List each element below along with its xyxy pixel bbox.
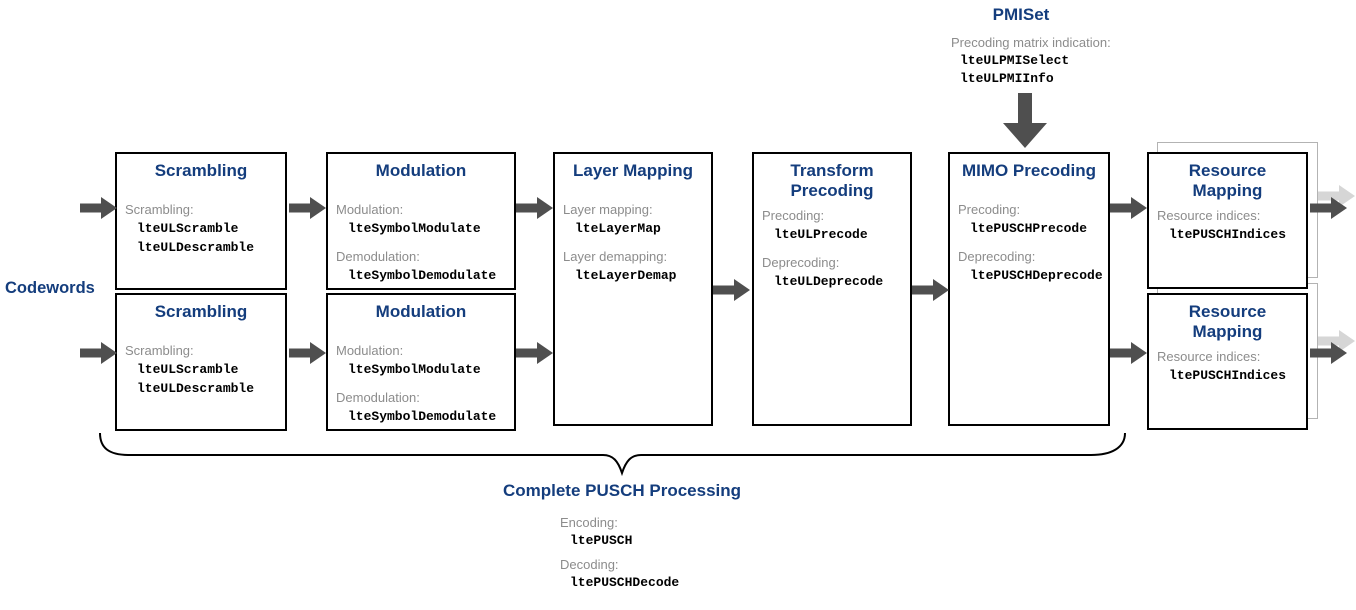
section-label: Resource indices: [1157,208,1261,223]
block-resource-mapping-codeword2: Resource Mapping Resource indices: ltePU… [1147,293,1308,430]
output-arrow-shadow-icon [1318,330,1355,352]
block-modulation-codeword2: Modulation Modulation: lteSymbolModulate… [326,293,516,431]
arrow-mimo-precoding-to-resource-mapping-icon [1110,342,1147,364]
arrow-transform-precoding-to-mimo-precoding-icon [912,279,949,301]
pmiset-title: PMISet [992,5,1050,24]
function-name: ltePUSCHPrecode [970,221,1088,236]
block-title: Transform Precoding [790,161,874,200]
function-name: lteLayerMap [575,221,661,236]
block-transform-precoding: Transform Precoding Precoding: lteULPrec… [752,152,912,426]
function-name: lteULDescramble [137,240,255,255]
section-label: Precoding: [762,208,825,223]
block-title: Resource Mapping [1188,302,1267,341]
block-scrambling-codeword1: Scrambling Scrambling: lteULScramble lte… [115,152,287,290]
section-label: Scrambling: [125,343,194,358]
output-arrow-codeword1-icon [1310,197,1347,219]
section-label: Demodulation: [336,249,420,264]
function-name: ltePUSCHIndices [1169,227,1287,242]
block-title: Modulation [375,161,467,180]
function-name: lteSymbolDemodulate [348,409,497,424]
curly-brace [99,432,1126,477]
section-label: Layer mapping: [563,202,653,217]
block-modulation-codeword1: Modulation Modulation: lteSymbolModulate… [326,152,516,290]
block-mimo-precoding: MIMO Precoding Precoding: ltePUSCHPrecod… [948,152,1110,426]
arrow-mimo-precoding-to-resource-mapping-icon [1110,197,1147,219]
block-title: Scrambling [154,302,248,321]
section-label: Modulation: [336,343,404,358]
arrow-scrambling-to-modulation-icon [289,197,326,219]
section-label: Demodulation: [336,390,420,405]
input-arrow-codeword2-icon [80,342,117,364]
block-scrambling-codeword2: Scrambling Scrambling: lteULScramble lte… [115,293,287,431]
footer-section-label: Encoding: [560,515,618,530]
footer-section-label: Decoding: [560,557,619,572]
function-name: ltePUSCHDeprecode [970,268,1103,283]
function-name: lteULDeprecode [774,274,884,289]
output-arrow-shadow-icon [1318,185,1355,207]
pmiset-function: lteULPMIInfo [960,71,1054,86]
section-label: Layer demapping: [563,249,668,264]
input-arrow-codeword1-icon [80,197,117,219]
codewords-label: Codewords [5,279,95,297]
arrow-scrambling-to-modulation-icon [289,342,326,364]
function-name: lteULDescramble [137,381,255,396]
block-title: Scrambling [154,161,248,180]
section-label: Precoding: [958,202,1021,217]
footer-title: Complete PUSCH Processing [502,481,742,500]
arrow-modulation-to-layer-mapping-icon [516,197,553,219]
pmiset-label: Precoding matrix indication: [951,35,1111,50]
section-label: Resource indices: [1157,349,1261,364]
output-arrow-codeword2-icon [1310,342,1347,364]
section-label: Deprecoding: [958,249,1036,264]
block-title: Resource Mapping [1188,161,1267,200]
block-title: Modulation [375,302,467,321]
block-layer-mapping: Layer Mapping Layer mapping: lteLayerMap… [553,152,713,426]
arrow-modulation-to-layer-mapping-icon [516,342,553,364]
function-name: lteSymbolDemodulate [348,268,497,283]
function-name: lteULScramble [137,221,239,236]
section-label: Scrambling: [125,202,194,217]
block-resource-mapping-codeword1: Resource Mapping Resource indices: ltePU… [1147,152,1308,289]
function-name: lteULScramble [137,362,239,377]
footer-function-name: ltePUSCHDecode [570,575,680,590]
arrow-layer-mapping-to-transform-precoding-icon [713,279,750,301]
pmi-down-arrow-icon [1003,93,1047,148]
function-name: lteSymbolModulate [348,362,481,377]
function-name: lteLayerDemap [575,268,677,283]
pmiset-group: PMISet Precoding matrix indication: lteU… [951,5,1111,88]
function-name: ltePUSCHIndices [1169,368,1287,383]
section-label: Deprecoding: [762,255,840,270]
footer-function-name: ltePUSCH [570,533,633,548]
block-title: MIMO Precoding [961,161,1097,180]
function-name: lteSymbolModulate [348,221,481,236]
function-name: lteULPrecode [774,227,868,242]
block-title: Layer Mapping [573,161,693,180]
pmiset-function: lteULPMISelect [960,53,1070,68]
section-label: Modulation: [336,202,404,217]
